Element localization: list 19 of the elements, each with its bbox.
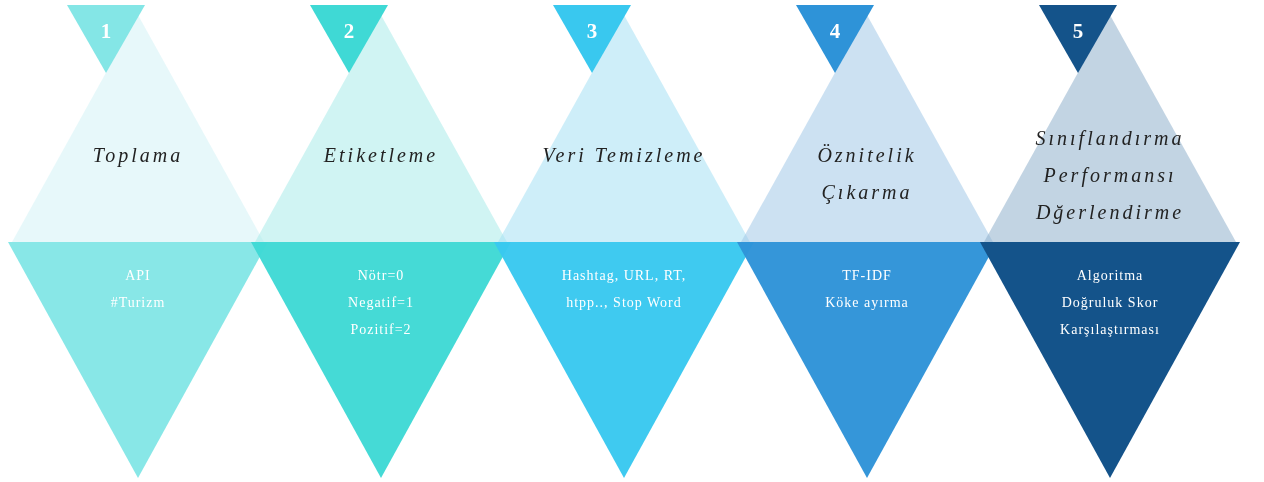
step-title: Etiketleme <box>322 143 440 168</box>
step-number: 2 <box>343 19 355 44</box>
step-number: 3 <box>586 19 598 44</box>
step-title: Sınıflandırma Performansı Dğerlendirme <box>1034 126 1186 226</box>
step-description: TF-IDF <box>841 267 893 285</box>
step-description: Hashtag, URL, RT, htpp.., Stop Word <box>560 267 688 312</box>
step-number: 5 <box>1072 19 1084 44</box>
step-description: Köke ayırma <box>824 294 910 312</box>
step-description: Pozitif=2 <box>349 321 413 339</box>
step-number: 4 <box>829 19 841 44</box>
step-description: Algoritma Doğruluk Skor Karşılaştırması <box>1059 267 1161 339</box>
step-description: Nötr=0 <box>356 267 406 285</box>
step-description: #Turizm <box>109 294 167 312</box>
step-title: Öznitelik Çıkarma <box>816 143 918 206</box>
step-title: Toplama <box>91 143 185 169</box>
step-number: 1 <box>100 19 112 44</box>
step-description: API <box>124 267 152 285</box>
step-description: Negatif=1 <box>347 294 415 312</box>
step-title: Veri Temizleme <box>541 143 707 168</box>
